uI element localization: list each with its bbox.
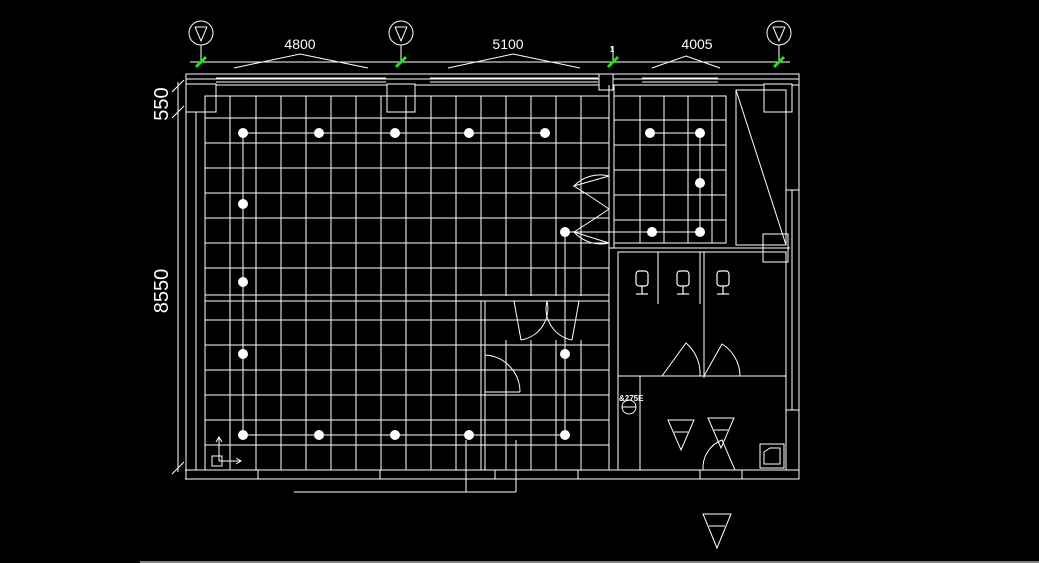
toilet-1 [635, 270, 649, 295]
shower-tray [759, 443, 785, 469]
axis-marker-1 [188, 20, 214, 62]
ceiling-grid-side-room [608, 85, 790, 249]
doors [484, 174, 743, 479]
dim-label-5100: 5100 [492, 36, 523, 52]
light-points [238, 128, 705, 440]
toilet-fixtures [635, 270, 730, 295]
shaft [735, 89, 787, 246]
dimension-line-left [171, 79, 185, 475]
section-markers [667, 417, 735, 550]
axis-marker-3 [766, 20, 792, 62]
dim-label-550: 550 [151, 87, 173, 120]
toilet-3 [716, 270, 730, 295]
tick-label: 1 [610, 45, 615, 54]
dimension-line-top [190, 53, 790, 69]
dim-label-8550: 8550 [151, 269, 173, 314]
toilet-area [617, 251, 787, 471]
fixture-label: &275E [619, 394, 644, 403]
floor-drain [621, 399, 637, 415]
axis-markers-top [188, 20, 792, 62]
structural-columns [185, 73, 793, 263]
ceiling-grid-main [204, 95, 610, 471]
axis-marker-2 [388, 20, 414, 62]
dim-label-4005: 4005 [681, 36, 712, 52]
ucs-icon [211, 436, 242, 467]
toilet-2 [676, 270, 690, 295]
bottom-lines [140, 440, 1039, 563]
dimension-ticks-top [194, 55, 786, 69]
dim-label-4800: 4800 [284, 36, 315, 52]
